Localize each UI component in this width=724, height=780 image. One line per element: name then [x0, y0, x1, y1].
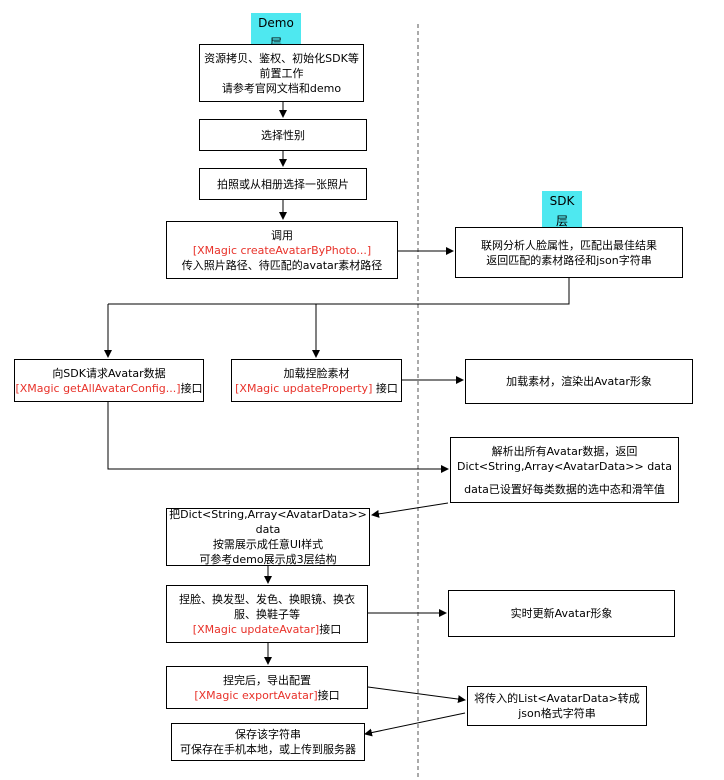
- export-line-1: 捏完后，导出配置: [223, 673, 311, 687]
- arrow-convert-save: [364, 712, 466, 737]
- export-api: [XMagic exportAvatar]: [194, 688, 318, 702]
- call-line-3: 传入照片路径、待匹配的avatar素材路径: [181, 258, 383, 272]
- parse-box: 解析出所有Avatar数据，返回 Dict<String,Array<Avata…: [450, 437, 679, 503]
- photo-box: 拍照或从相册选择一张照片: [199, 168, 367, 200]
- analyze-box: 联网分析人脸属性，匹配出最佳结果 返回匹配的素材路径和json字符串: [455, 227, 683, 278]
- call-api: [XMagic createAvatarByPhoto...]: [192, 243, 372, 257]
- call-box: 调用 [XMagic createAvatarByPhoto...] 传入照片路…: [166, 221, 398, 279]
- request-line-1: 向SDK请求Avatar数据: [52, 366, 166, 380]
- parse-line-4: data已设置好每类数据的选中态和滑竿值: [464, 482, 665, 496]
- photo-line: 拍照或从相册选择一张照片: [217, 177, 349, 191]
- analyze-line-2: 返回匹配的素材路径和json字符串: [486, 253, 652, 267]
- load-face-suffix: 接口: [372, 381, 398, 395]
- export-line-2: [XMagic exportAvatar]接口: [194, 688, 339, 703]
- display-line-1: 把Dict<String,Array<AvatarData>>: [169, 508, 367, 521]
- arrow-export-convert: [367, 686, 466, 704]
- display-line-3: 按需展示成任意UI样式: [212, 538, 324, 551]
- init-line-2: 前置工作: [259, 66, 304, 80]
- customize-line-3: [XMagic updateAvatar]接口: [193, 622, 341, 637]
- render-box: 加载素材，渲染出Avatar形象: [465, 359, 693, 404]
- realtime-line: 实时更新Avatar形象: [510, 607, 613, 620]
- convert-line-2: json格式字符串: [518, 707, 596, 720]
- convert-line-1: 将传入的List<AvatarData>转成: [474, 692, 640, 705]
- save-line-2: 可保存在手机本地，或上传到服务器: [180, 743, 356, 756]
- request-box: 向SDK请求Avatar数据 [XMagic getAllAvatarConfi…: [14, 359, 204, 402]
- export-suffix: 接口: [317, 688, 340, 702]
- arrow-parse-display: [371, 502, 449, 518]
- init-line-3: 请参考官网文档和demo: [221, 81, 342, 95]
- save-box: 保存该字符串 可保存在手机本地，或上传到服务器: [171, 723, 365, 761]
- convert-box: 将传入的List<AvatarData>转成 json格式字符串: [467, 686, 647, 726]
- load-face-line-1: 加载捏脸素材: [283, 366, 350, 380]
- save-line-1: 保存该字符串: [235, 728, 301, 741]
- customize-line-2: 服、换鞋子等: [234, 607, 300, 621]
- customize-box: 捏脸、换发型、发色、换眼镜、换衣 服、换鞋子等 [XMagic updateAv…: [166, 585, 368, 643]
- display-box: 把Dict<String,Array<AvatarData>> data 按需展…: [166, 508, 370, 566]
- arrow-request-parse: [107, 402, 449, 473]
- realtime-box: 实时更新Avatar形象: [448, 590, 675, 637]
- init-box: 资源拷贝、鉴权、初始化SDK等 前置工作 请参考官网文档和demo: [199, 44, 364, 102]
- parse-line-2: Dict<String,Array<AvatarData>> data: [457, 459, 672, 473]
- customize-api: [XMagic updateAvatar]: [192, 622, 320, 636]
- export-box: 捏完后，导出配置 [XMagic exportAvatar]接口: [166, 666, 368, 709]
- init-line-1: 资源拷贝、鉴权、初始化SDK等: [204, 51, 359, 65]
- analyze-line-1: 联网分析人脸属性，匹配出最佳结果: [481, 238, 657, 252]
- call-line-1: 调用: [271, 228, 293, 242]
- customize-suffix: 接口: [319, 622, 342, 636]
- display-line-2: data: [255, 523, 281, 536]
- load-face-api: [XMagic updateProperty]: [235, 381, 373, 395]
- request-api: [XMagic getAllAvatarConfig...]: [15, 381, 181, 395]
- customize-line-1: 捏脸、换发型、发色、换眼镜、换衣: [179, 592, 355, 606]
- load-face-box: 加载捏脸素材 [XMagic updateProperty] 接口: [231, 359, 402, 402]
- request-line-2: [XMagic getAllAvatarConfig...]接口: [15, 381, 202, 396]
- load-face-line-2: [XMagic updateProperty] 接口: [235, 381, 398, 396]
- request-suffix: 接口: [180, 381, 203, 395]
- parse-line-1: 解析出所有Avatar数据，返回: [491, 444, 638, 458]
- gender-box: 选择性别: [199, 119, 367, 151]
- line-analyze-split: [108, 278, 570, 305]
- sdk-layer-label: SDK层: [542, 191, 582, 231]
- display-line-4: 可参考demo展示成3层结构: [199, 553, 337, 566]
- render-line: 加载素材，渲染出Avatar形象: [506, 375, 652, 388]
- gender-line: 选择性别: [261, 128, 305, 142]
